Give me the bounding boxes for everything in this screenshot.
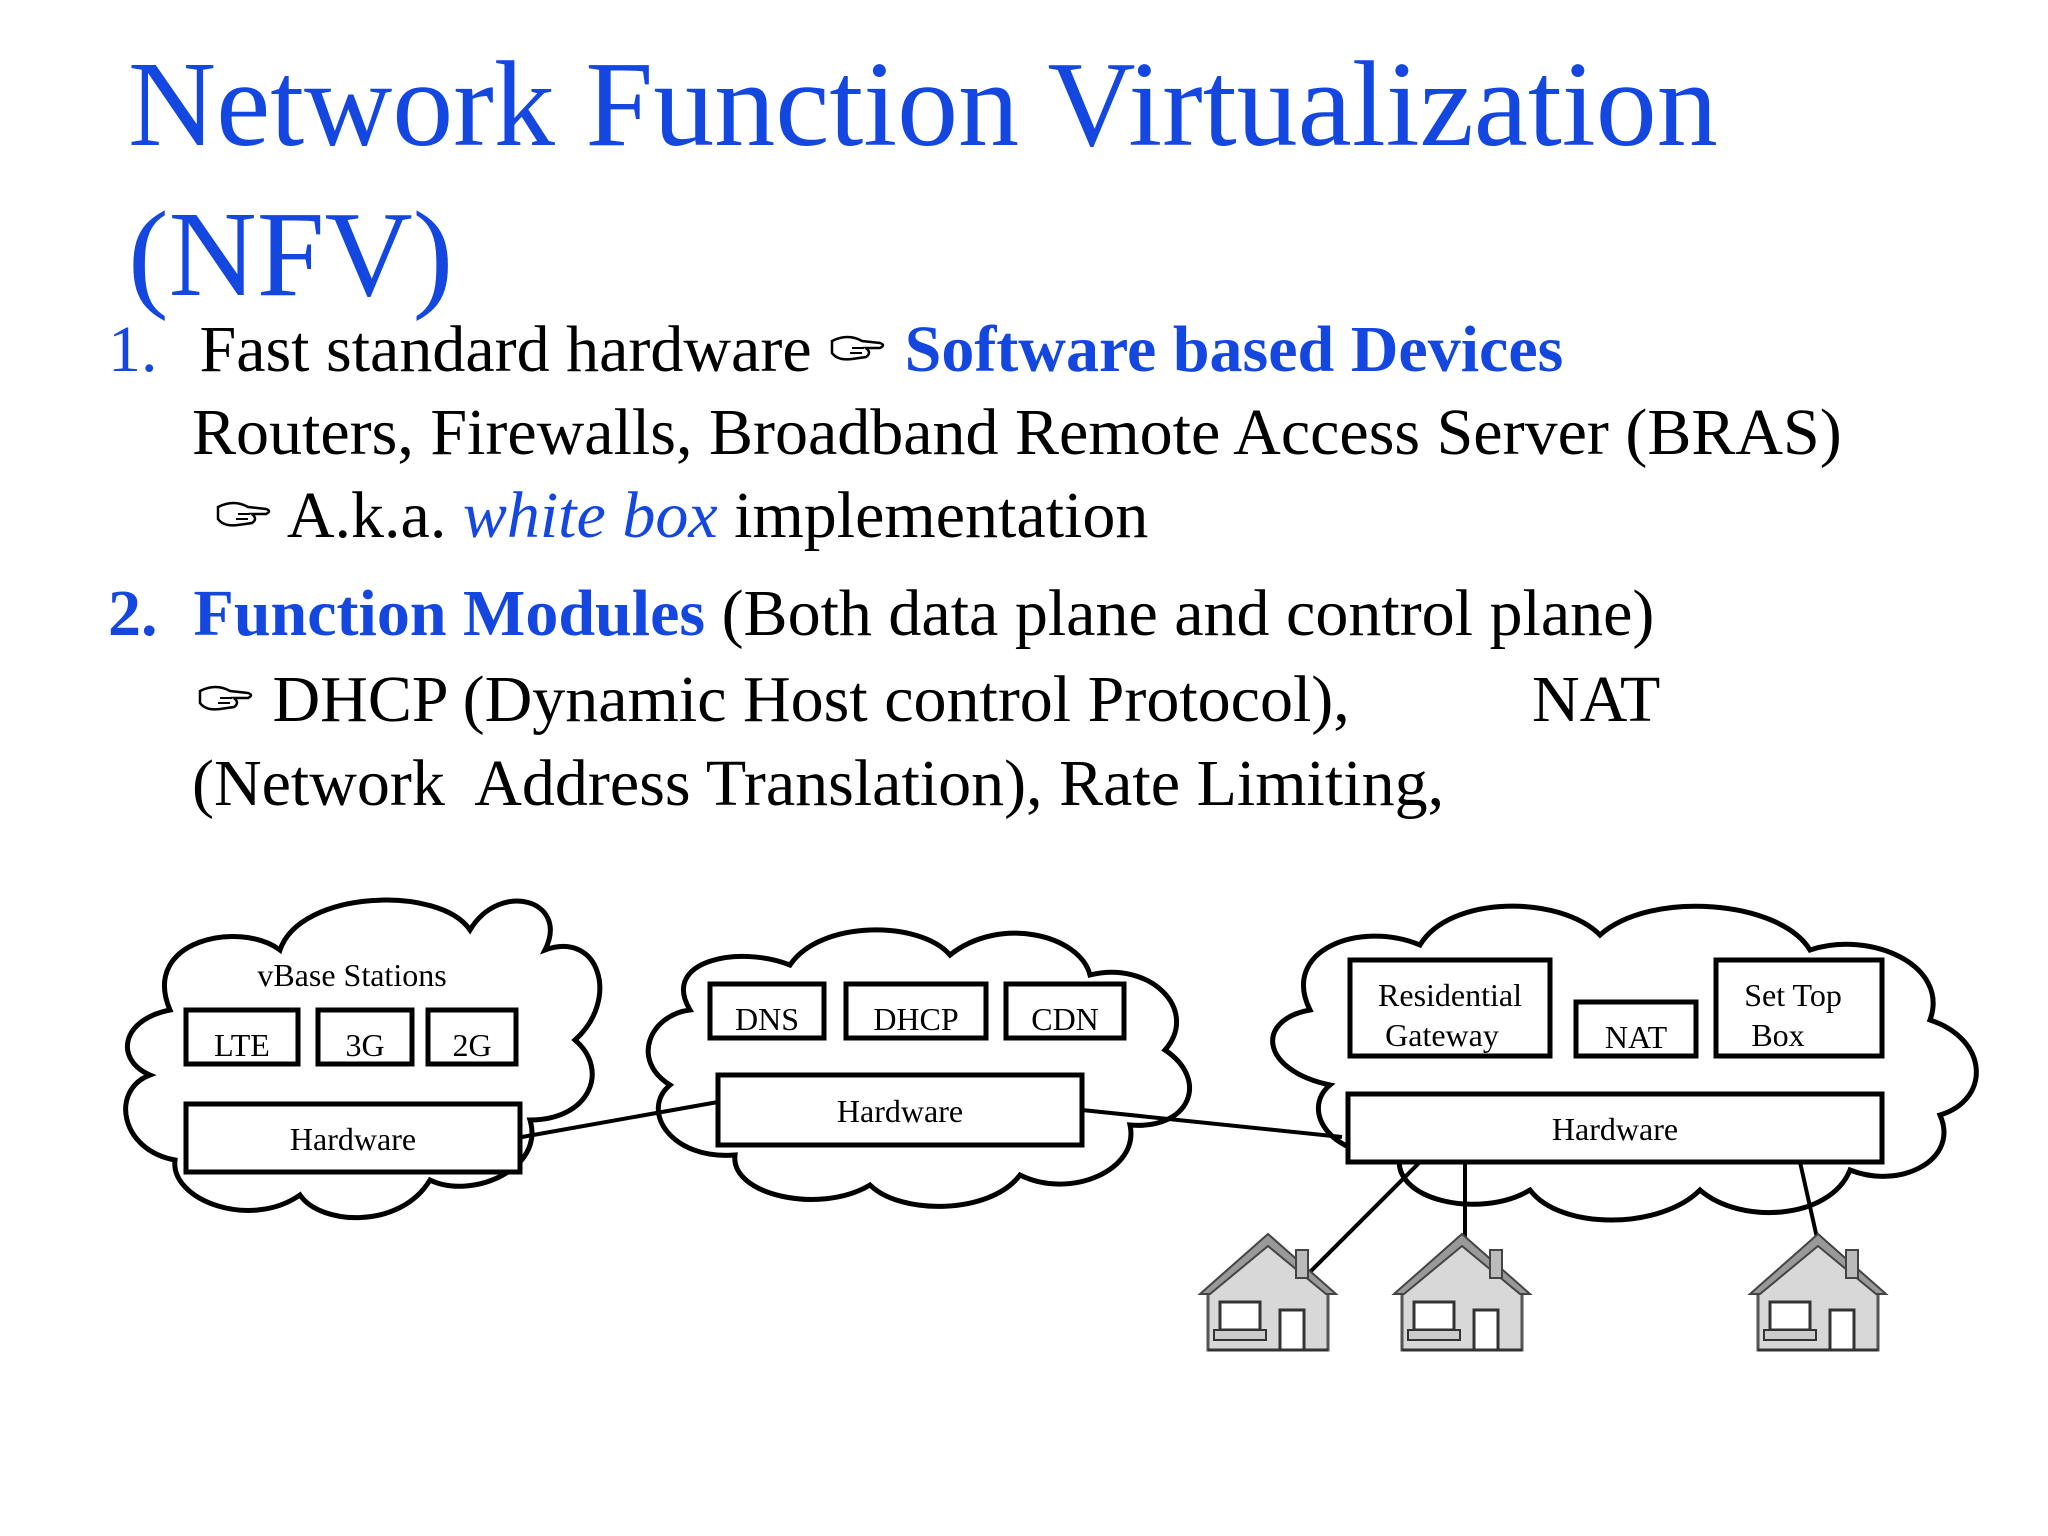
house-with-computer-icon: [1198, 1232, 1338, 1352]
slide-title: Network Function Virtualization (NFV): [128, 37, 1718, 322]
hardware-label-1: Hardware: [290, 1121, 416, 1157]
hardware-box-1: [183, 1101, 523, 1175]
3g-label: 3G: [345, 1027, 384, 1063]
3g-box: [315, 1007, 415, 1067]
set-top-label: Set Top: [1744, 977, 1842, 1013]
item-1-highlight: Software based Devices: [904, 313, 1564, 386]
aka-label: A.k.a.: [286, 479, 447, 552]
box-label: Box: [1751, 1017, 1804, 1053]
cdn-box: [1003, 981, 1127, 1041]
item-2-subpoint-cont: (Network Address Translation), Rate Limi…: [192, 747, 1445, 820]
item-2-highlight: Function Modules: [193, 577, 706, 650]
implementation-label: implementation: [734, 479, 1149, 552]
hardware-label-2: Hardware: [837, 1093, 963, 1129]
item-1-subpoint: A.k.a. white box implementation: [214, 476, 1148, 556]
2g-label: 2G: [452, 1027, 491, 1063]
house-with-computer-icon: [1748, 1232, 1888, 1352]
hardware-box-3: [1345, 1091, 1885, 1165]
item-1-line: 1. Fast standard hardware Software based …: [108, 310, 1563, 390]
link-1-2: [521, 1100, 719, 1139]
item-2-number: 2.: [108, 577, 158, 650]
pointing-hand-icon: [198, 685, 253, 711]
dns-box: [707, 981, 827, 1041]
residential-gateway-box: [1347, 957, 1553, 1059]
item-1-devices: Routers, Firewalls, Broadband Remote Acc…: [192, 396, 1842, 469]
cloud-3: [1270, 903, 1979, 1223]
dns-label: DNS: [735, 1001, 799, 1037]
dhcp-label-diagram: DHCP: [873, 1001, 958, 1037]
hardware-box-2: [715, 1072, 1085, 1148]
set-top-box: [1713, 957, 1885, 1059]
pointing-hand-icon: [830, 335, 885, 361]
item-1-text: Fast standard hardware: [199, 313, 812, 386]
white-box-term: white box: [462, 479, 718, 552]
nat-module-label: NAT: [1605, 1019, 1668, 1055]
lte-box: [183, 1007, 301, 1067]
gateway-label: Gateway: [1385, 1017, 1499, 1053]
vbase-stations-label: vBase Stations: [257, 957, 446, 993]
item-2-text: (Both data plane and control plane): [721, 577, 1655, 650]
2g-box: [425, 1007, 519, 1067]
cloud-2: [645, 927, 1192, 1209]
pointing-hand-icon: [216, 501, 271, 527]
link-house-1: [1298, 1160, 1422, 1284]
hardware-label-3: Hardware: [1552, 1111, 1678, 1147]
item-1-number: 1.: [108, 313, 158, 386]
house-with-computer-icon: [1392, 1232, 1532, 1352]
dhcp-label: DHCP (Dynamic Host control Protocol),: [272, 663, 1350, 736]
lte-label: LTE: [214, 1027, 270, 1063]
cdn-label: CDN: [1031, 1001, 1099, 1037]
residential-label: Residential: [1378, 977, 1522, 1013]
item-2-subpoint: DHCP (Dynamic Host control Protocol),: [196, 660, 1350, 740]
item-2-line: 2. Function Modules (Both data plane and …: [108, 574, 1654, 654]
nat-label: NAT: [1532, 663, 1661, 736]
dhcp-box: [843, 981, 989, 1041]
nat-box: [1573, 999, 1699, 1059]
link-2-3: [1081, 1108, 1343, 1139]
